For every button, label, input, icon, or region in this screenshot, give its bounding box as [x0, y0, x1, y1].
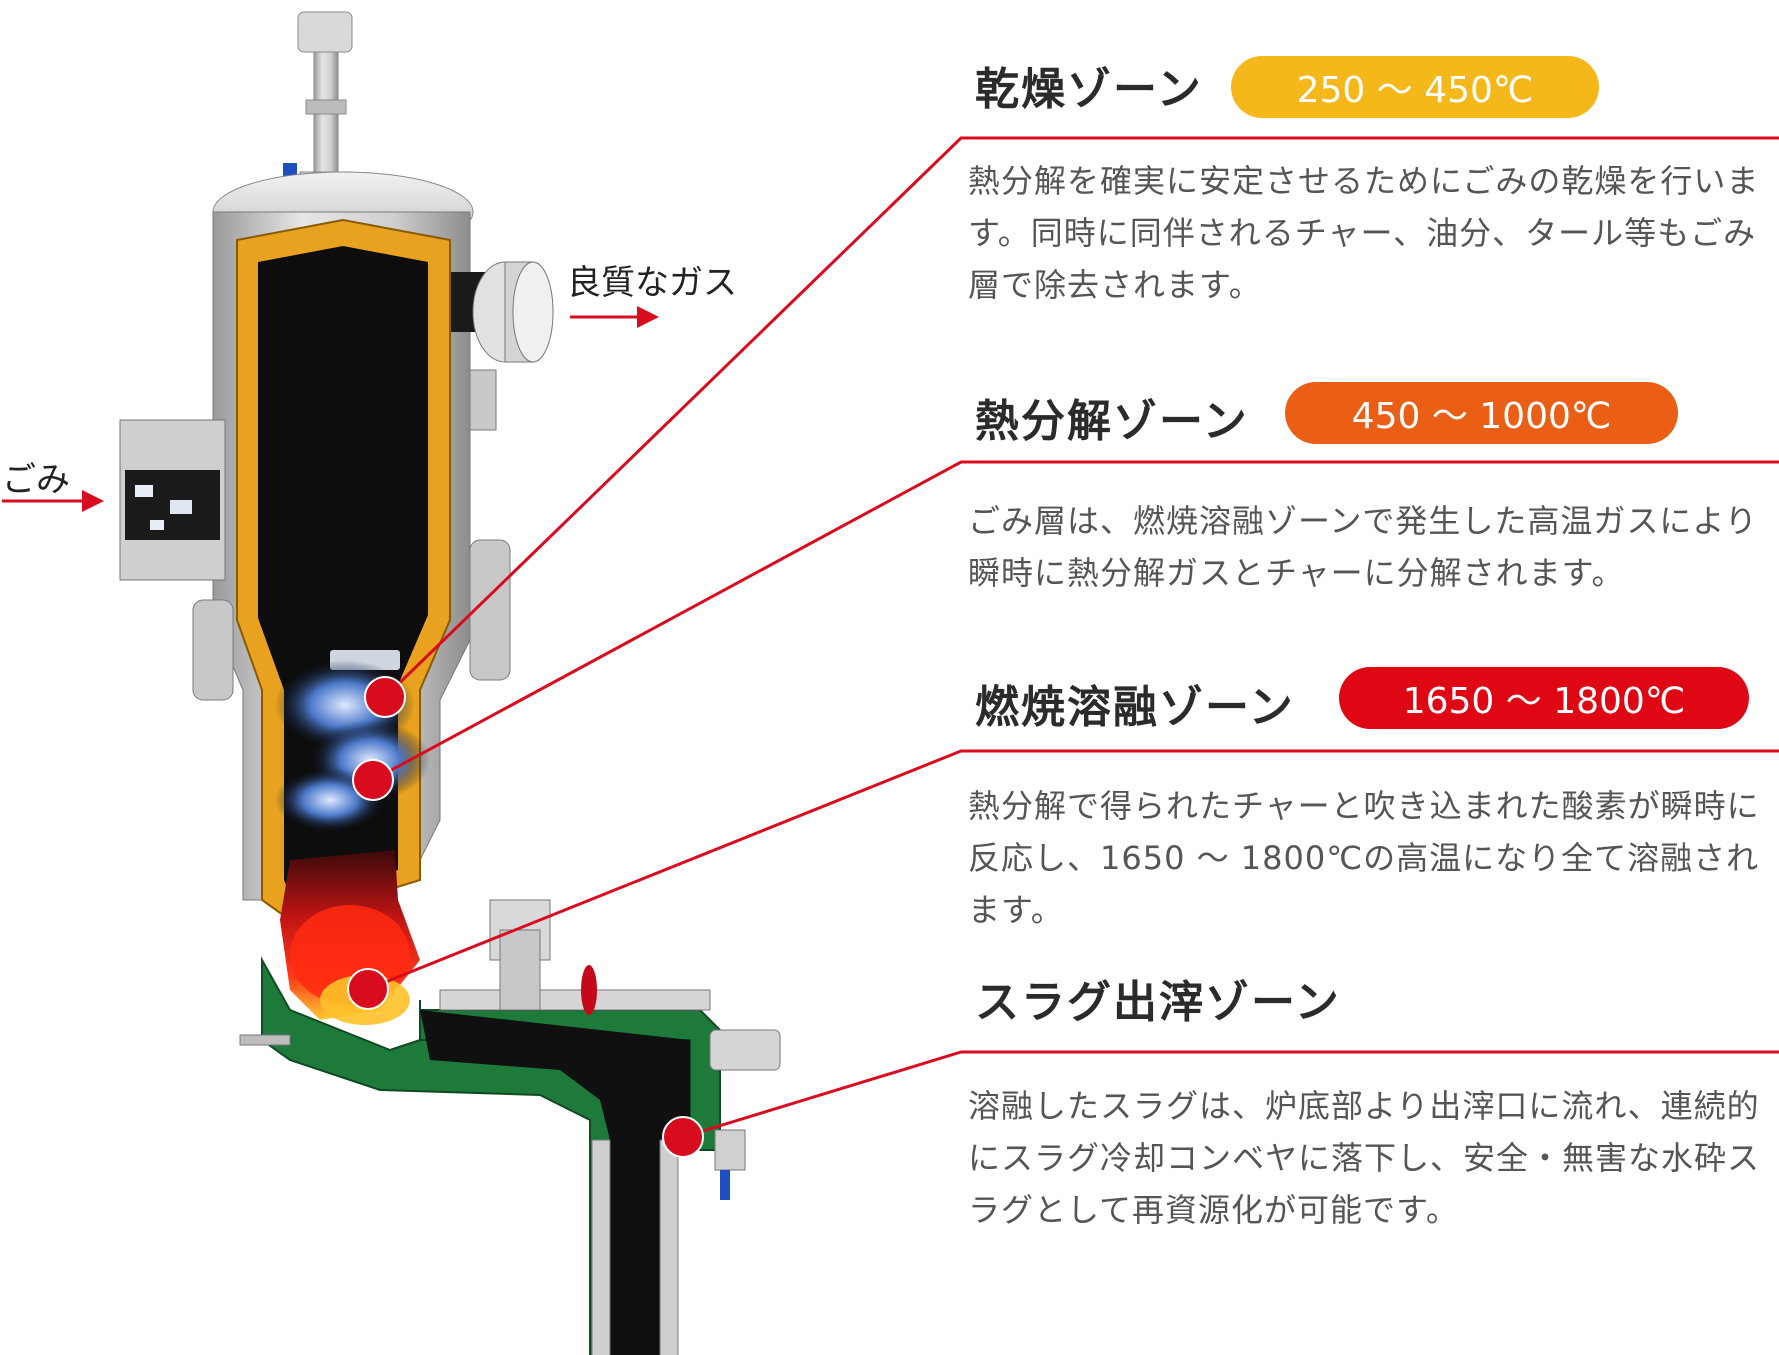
leader-line-combustion — [367, 749, 1779, 991]
marker-dot-slag — [662, 1116, 704, 1158]
marker-dot-combustion — [347, 968, 389, 1010]
temp-badge-combustion: 1650 ～ 1800℃ — [1339, 667, 1749, 729]
marker-dot-drying — [364, 676, 406, 718]
oxygen-nozzles — [239, 899, 781, 1200]
zone-title-pyrolysis: 熱分解ゾーン — [975, 396, 1249, 447]
leader-line-pyrolysis — [372, 460, 1779, 782]
slag-hearth — [261, 956, 721, 1355]
leader-line-slag — [682, 1050, 1779, 1139]
temp-badge-pyrolysis: 450 ～ 1000℃ — [1285, 382, 1678, 444]
zone-desc-combustion: 熱分解で得られたチャーと吹き込まれた酸素が瞬時に反応し、1650 ～ 1800℃… — [968, 787, 1760, 929]
temp-badge-drying: 250 ～ 450℃ — [1231, 56, 1599, 118]
label-output-gas: 良質なガス — [567, 263, 737, 303]
zone-markers — [347, 676, 704, 1158]
marker-dot-pyrolysis — [352, 759, 394, 801]
zone-desc-pyrolysis: ごみ層は、燃焼溶融ゾーンで発生した高温ガスにより瞬時に熱分解ガスとチャーに分解さ… — [968, 502, 1758, 592]
zone-desc-drying: 熱分解を確実に安定させるためにごみの乾燥を行います。同時に同伴されるチャー、油分… — [968, 162, 1760, 304]
callout-leaders — [367, 136, 1779, 1139]
zone-title-combustion: 燃焼溶融ゾーン — [975, 682, 1295, 733]
input-arrow — [2, 490, 104, 512]
waste-inlet-chute — [119, 419, 226, 581]
zone-title-slag: スラグ出滓ゾーン — [975, 977, 1341, 1028]
gas-outlet-flange — [450, 261, 554, 363]
zone-desc-slag: 溶融したスラグは、炉底部より出滓口に流れ、連続的にスラグ冷却コンベヤに落下し、安… — [968, 1087, 1761, 1229]
label-input-waste: ごみ — [2, 460, 70, 500]
output-arrow — [570, 306, 659, 328]
leader-line-drying — [383, 136, 1779, 699]
zone-title-drying: 乾燥ゾーン — [975, 64, 1203, 115]
